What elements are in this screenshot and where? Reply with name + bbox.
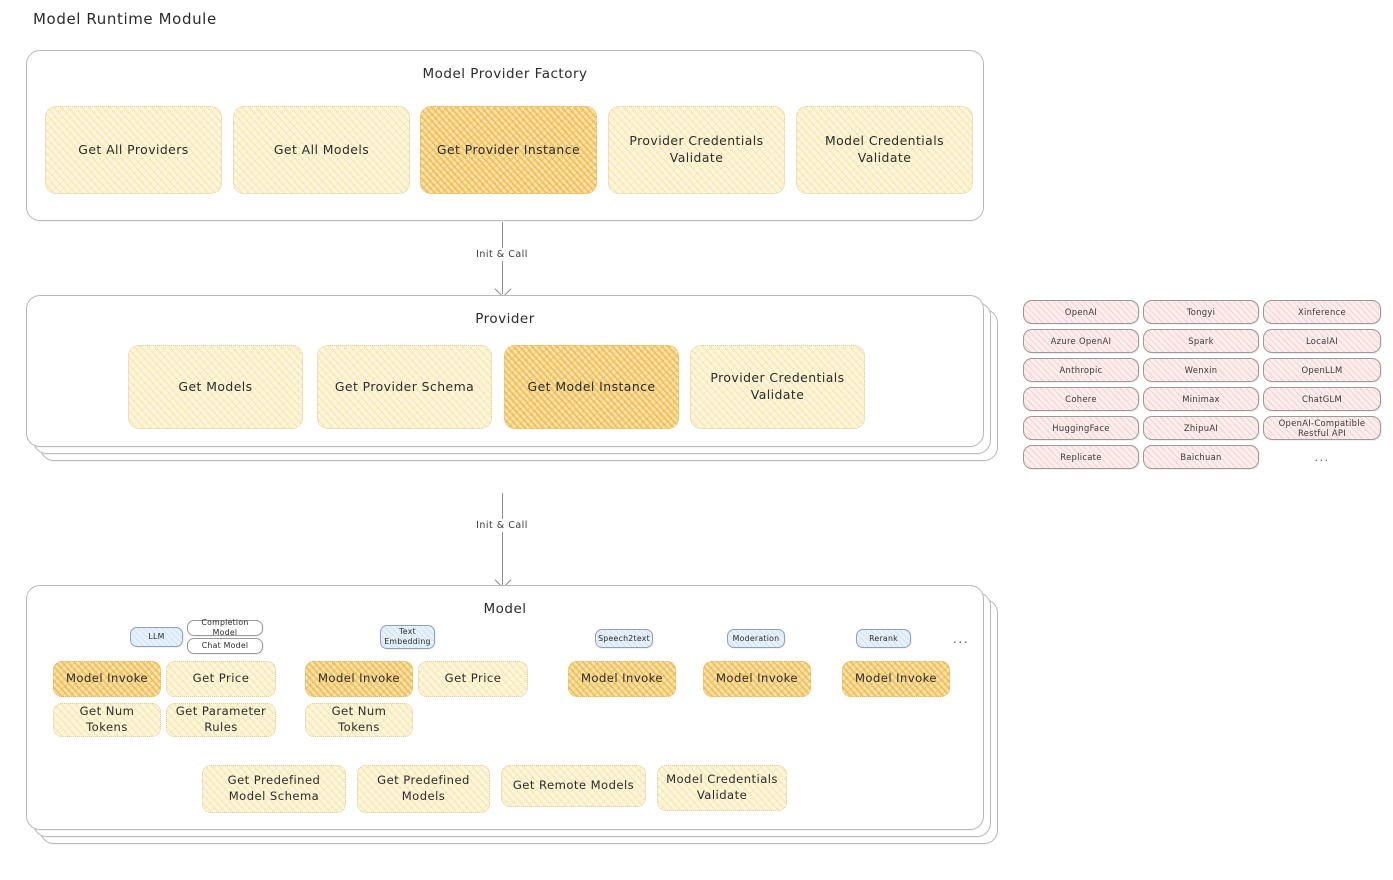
node-get-predefined-models[interactable]: Get Predefined Models	[357, 765, 490, 813]
provider-chip-baichuan[interactable]: Baichuan	[1143, 445, 1259, 469]
node-speech2text-model-invoke[interactable]: Model Invoke	[568, 661, 676, 697]
node-get-model-instance[interactable]: Get Model Instance	[504, 345, 679, 429]
model-type-chip-text-embedding[interactable]: Text Embedding	[380, 625, 435, 649]
node-get-predefined-model-schema[interactable]: Get Predefined Model Schema	[202, 765, 346, 813]
panel-provider: Provider Get Models Get Provider Schema …	[26, 295, 998, 461]
node-get-provider-instance[interactable]: Get Provider Instance	[420, 106, 597, 194]
node-get-all-models[interactable]: Get All Models	[233, 106, 410, 194]
node-model-credentials-validate[interactable]: Model Credentials Validate	[796, 106, 973, 194]
provider-list: OpenAI Azure OpenAI Anthropic Cohere Hug…	[1023, 300, 1383, 475]
node-model-credentials-validate[interactable]: Model Credentials Validate	[657, 765, 787, 811]
provider-chip-anthropic[interactable]: Anthropic	[1023, 358, 1139, 382]
arrow-shaft	[502, 493, 503, 585]
model-type-chip-llm[interactable]: LLM	[130, 627, 183, 647]
arrow-init-and-call-bottom: Init & Call	[472, 493, 532, 589]
model-type-chip-rerank[interactable]: Rerank	[856, 629, 911, 648]
node-llm-get-parameter-rules[interactable]: Get Parameter Rules	[166, 703, 276, 737]
provider-chip-openai-compatible-restful-api[interactable]: OpenAI-Compatible Restful API	[1263, 416, 1381, 440]
model-types-more: ...	[953, 632, 970, 646]
node-rerank-model-invoke[interactable]: Model Invoke	[842, 661, 950, 697]
node-llm-get-num-tokens[interactable]: Get Num Tokens	[53, 703, 161, 737]
node-get-models[interactable]: Get Models	[128, 345, 303, 429]
page-title: Model Runtime Module	[33, 10, 217, 28]
model-subtype-chip-completion-model[interactable]: Completion Model	[187, 618, 263, 637]
provider-chip-chatglm[interactable]: ChatGLM	[1263, 387, 1381, 411]
node-text-embedding-model-invoke[interactable]: Model Invoke	[305, 661, 413, 697]
arrow-label-init-and-call: Init & Call	[472, 248, 532, 261]
provider-chip-xinference[interactable]: Xinference	[1263, 300, 1381, 324]
provider-chip-localai[interactable]: LocalAI	[1263, 329, 1381, 353]
node-provider-credentials-validate[interactable]: Provider Credentials Validate	[690, 345, 865, 429]
model-type-chip-moderation[interactable]: Moderation	[727, 629, 785, 648]
panel-title-provider: Provider	[475, 311, 535, 327]
arrow-label-init-and-call: Init & Call	[472, 519, 532, 532]
provider-chip-minimax[interactable]: Minimax	[1143, 387, 1259, 411]
provider-chip-replicate[interactable]: Replicate	[1023, 445, 1139, 469]
provider-chip-huggingface[interactable]: HuggingFace	[1023, 416, 1139, 440]
provider-list-more: ...	[1314, 450, 1330, 464]
node-get-all-providers[interactable]: Get All Providers	[45, 106, 222, 194]
provider-chip-openllm[interactable]: OpenLLM	[1263, 358, 1381, 382]
provider-chip-azure-openai[interactable]: Azure OpenAI	[1023, 329, 1139, 353]
model-type-chip-speech2text[interactable]: Speech2text	[595, 629, 653, 648]
panel-title-model: Model	[483, 601, 527, 617]
provider-chip-zhipuai[interactable]: ZhipuAI	[1143, 416, 1259, 440]
provider-chip-tongyi[interactable]: Tongyi	[1143, 300, 1259, 324]
arrow-init-and-call-top: Init & Call	[472, 222, 532, 298]
provider-chip-openai[interactable]: OpenAI	[1023, 300, 1139, 324]
node-text-embedding-get-num-tokens[interactable]: Get Num Tokens	[305, 703, 413, 737]
provider-chip-wenxin[interactable]: Wenxin	[1143, 358, 1259, 382]
model-subtype-chip-chat-model[interactable]: Chat Model	[187, 638, 263, 654]
node-llm-get-price[interactable]: Get Price	[166, 661, 276, 697]
panel-model-provider-factory: Model Provider Factory Get All Providers…	[26, 50, 984, 221]
provider-chip-spark[interactable]: Spark	[1143, 329, 1259, 353]
node-get-provider-schema[interactable]: Get Provider Schema	[317, 345, 492, 429]
provider-chip-cohere[interactable]: Cohere	[1023, 387, 1139, 411]
node-provider-credentials-validate[interactable]: Provider Credentials Validate	[608, 106, 785, 194]
panel-surface	[26, 585, 984, 830]
node-moderation-model-invoke[interactable]: Model Invoke	[703, 661, 811, 697]
panel-model: Model LLM Completion Model Chat Model Te…	[26, 585, 998, 844]
panel-title-model-provider-factory: Model Provider Factory	[422, 66, 588, 82]
node-text-embedding-get-price[interactable]: Get Price	[418, 661, 528, 697]
node-get-remote-models[interactable]: Get Remote Models	[501, 765, 646, 807]
node-llm-model-invoke[interactable]: Model Invoke	[53, 661, 161, 697]
